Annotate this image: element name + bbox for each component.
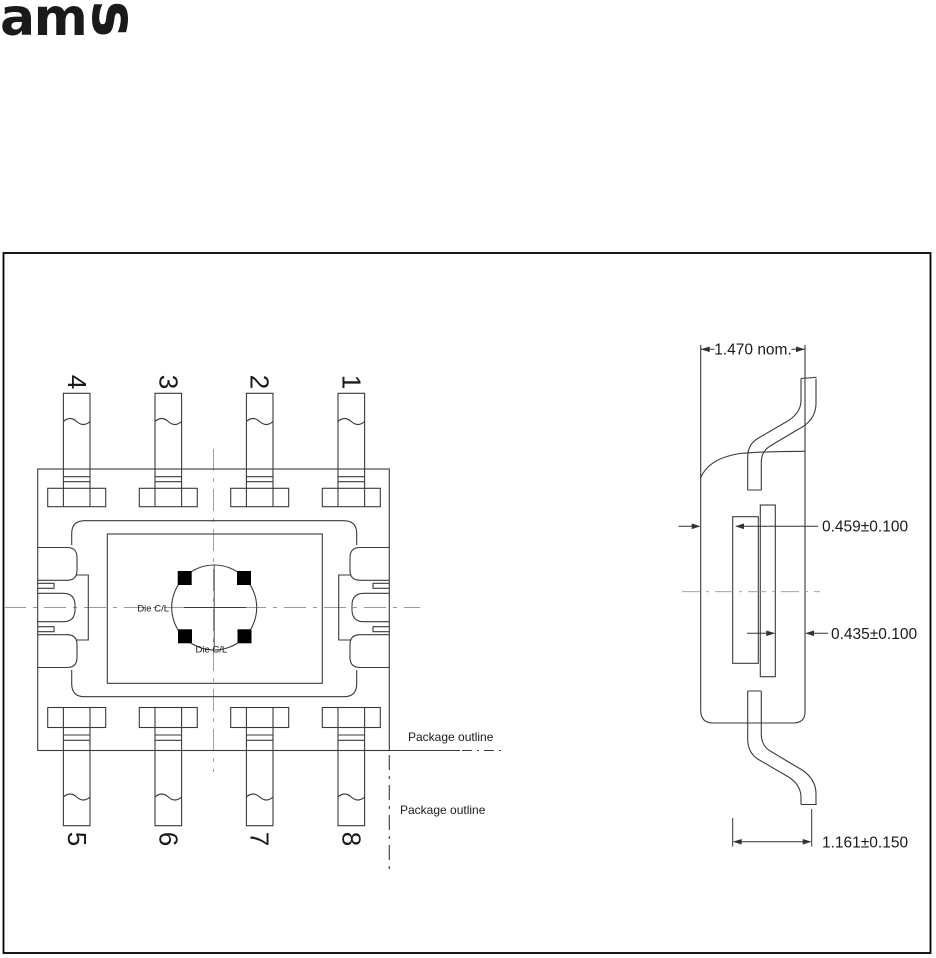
side-lead-bottom xyxy=(747,690,817,806)
side-lead-top xyxy=(747,376,817,491)
side-body-outline xyxy=(700,345,806,724)
bond-pad-icon xyxy=(237,571,251,585)
side-die xyxy=(759,504,776,678)
pin-number-1: 1 xyxy=(336,375,366,389)
drawing-frame xyxy=(2,252,932,954)
pin-lead-2 xyxy=(230,392,290,508)
side-die-pad xyxy=(732,516,759,664)
dim-overall-width: 1.470 nom. xyxy=(700,342,805,359)
side-body-top-edge xyxy=(700,450,806,478)
bond-pads xyxy=(177,571,252,644)
dim-die-offset: 0.435±0.100 xyxy=(747,626,917,643)
package-side-view xyxy=(682,345,820,806)
die-attach-area xyxy=(106,533,323,684)
pin-lead-5 xyxy=(47,706,107,827)
pin-numbers: 4 3 2 1 5 6 7 8 xyxy=(62,375,366,846)
dim-overall-width-text: 1.470 nom. xyxy=(714,342,792,359)
pin-number-8: 8 xyxy=(336,832,366,846)
logo-s-halftone: s xyxy=(78,1,151,38)
package-outline-label-bottom: Package outline xyxy=(400,803,486,817)
pin-lead-7 xyxy=(230,706,290,827)
logo-am-text: am xyxy=(0,0,86,48)
dimensions: 1.470 nom. 0.459±0.100 0.435±0.100 1.161… xyxy=(678,342,917,852)
dim-pad-to-lead-text: 1.161±0.150 xyxy=(822,835,908,852)
bond-pad-icon xyxy=(177,571,192,585)
pin-lead-1 xyxy=(321,392,381,508)
dim-pad-offset: 0.459±0.100 xyxy=(678,519,908,536)
pin-lead-8 xyxy=(321,706,381,827)
pin-lead-6 xyxy=(138,706,198,827)
pin-number-4: 4 xyxy=(62,375,92,389)
pin-number-6: 6 xyxy=(153,832,183,846)
die-centerline-label-left: Die C/L xyxy=(137,604,169,615)
package-body xyxy=(37,468,390,752)
package-top-view xyxy=(4,392,502,871)
package-outline-label-top: Package outline xyxy=(408,730,494,744)
dim-die-offset-text: 0.435±0.100 xyxy=(831,626,917,643)
ams-logo: am s xyxy=(0,0,151,48)
bond-pad-icon xyxy=(237,629,252,644)
pin-number-7: 7 xyxy=(245,832,275,846)
dim-pad-to-lead: 1.161±0.150 xyxy=(732,809,908,852)
die-centerline-label-bottom: Die C/L xyxy=(196,645,228,656)
pin-number-5: 5 xyxy=(62,832,92,846)
pin-number-3: 3 xyxy=(153,375,183,389)
die-crosshair xyxy=(184,565,246,649)
pin-number-2: 2 xyxy=(245,375,275,389)
pin-lead-3 xyxy=(138,392,198,508)
bond-pad-icon xyxy=(178,629,192,644)
pin-lead-4 xyxy=(47,392,107,508)
cavity-outline xyxy=(71,520,358,698)
dim-pad-offset-text: 0.459±0.100 xyxy=(822,519,908,536)
